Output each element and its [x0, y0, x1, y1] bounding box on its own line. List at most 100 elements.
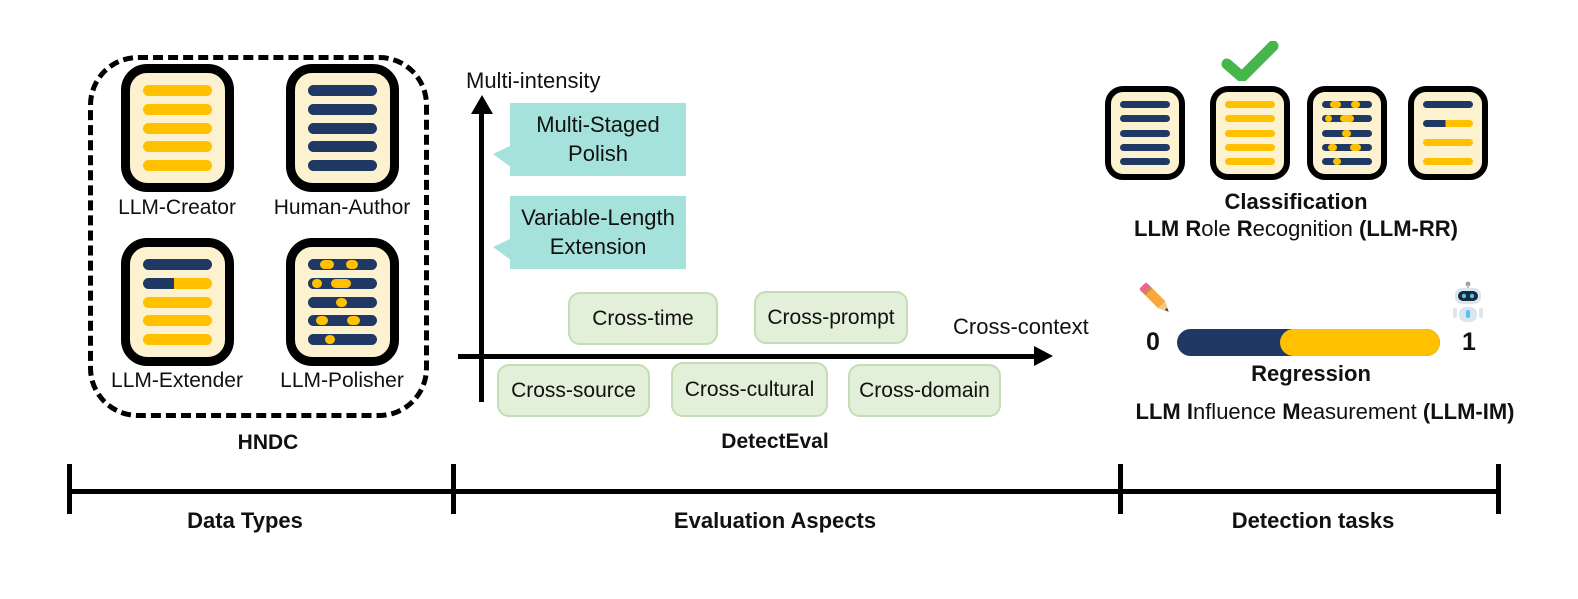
llm-im-part: easurement	[1300, 399, 1423, 424]
doc-line	[308, 315, 377, 327]
llm-rr-part: R	[1236, 216, 1253, 241]
llm-rr-part: LLM	[1134, 216, 1186, 241]
doc-line	[308, 296, 377, 308]
regression-title: Regression	[1251, 361, 1371, 386]
doc-line	[1225, 115, 1275, 123]
llm-im-part: I	[1186, 399, 1193, 424]
llm-im-part: M	[1282, 399, 1301, 424]
aspect-cross-source: Cross-source	[497, 364, 650, 417]
y-axis-label: Multi-intensity	[466, 68, 601, 93]
doc-line	[1225, 101, 1275, 108]
footer-tick	[67, 464, 72, 514]
robot-icon	[1453, 281, 1483, 322]
doc-line	[143, 85, 212, 96]
callout-multi-staged-polish: Multi-Staged Polish	[493, 103, 686, 176]
pencil-icon	[1139, 282, 1169, 312]
doc-line	[1423, 101, 1473, 108]
doc-line	[308, 141, 377, 153]
footer-section-detection-tasks: Detection tasks	[1231, 508, 1395, 533]
doc-line	[1120, 129, 1170, 137]
doc-line	[308, 160, 377, 171]
document-llm-polisher-icon	[286, 238, 399, 366]
doc-line	[1225, 143, 1275, 151]
doc-label-llm-polisher: LLM-Polisher	[280, 369, 404, 392]
doc-line	[308, 85, 377, 96]
doc-line	[1322, 143, 1372, 151]
x-axis	[458, 354, 1036, 359]
callout-text: Multi-Staged Polish	[536, 112, 660, 166]
aspect-cross-time: Cross-time	[568, 292, 718, 345]
doc-line	[308, 122, 377, 134]
document-navy-lines-icon	[1105, 86, 1185, 180]
doc-line	[1322, 129, 1372, 137]
callout-variable-length-extension: Variable-Length Extension	[493, 196, 686, 269]
doc-label-llm-extender: LLM-Extender	[111, 369, 243, 392]
doc-line	[1322, 101, 1372, 108]
callout-text: Variable-Length Extension	[521, 205, 675, 259]
doc-line	[308, 103, 377, 115]
doc-line	[1225, 129, 1275, 137]
doc-line	[308, 277, 377, 289]
hndc-title: HNDC	[237, 431, 299, 454]
scale-max-label: 1	[1462, 328, 1476, 356]
doc-line	[143, 315, 212, 327]
aspect-cross-prompt: Cross-prompt	[754, 291, 908, 344]
llm-im-part: LLM	[1135, 399, 1187, 424]
document-polished-lines-icon	[1307, 86, 1387, 180]
doc-line	[1225, 158, 1275, 165]
doc-line	[1423, 158, 1473, 165]
hndc-dashed-border	[88, 55, 429, 418]
callout-tail-icon	[493, 145, 512, 168]
scale-min-label: 0	[1146, 328, 1160, 356]
doc-line	[143, 141, 212, 153]
llm-rr-part: R	[1185, 216, 1202, 241]
aspect-cross-cultural: Cross-cultural	[671, 362, 828, 417]
regression-bar-gold-segment	[1279, 329, 1440, 356]
llm-rr-part: (LLM-RR)	[1359, 216, 1458, 241]
doc-line	[1423, 120, 1473, 127]
document-llm-creator-icon	[121, 64, 234, 192]
doc-line	[143, 334, 212, 345]
doc-line	[143, 122, 212, 134]
document-human-author-icon	[286, 64, 399, 192]
detecteval-title: DetectEval	[721, 430, 829, 453]
x-axis-label: Cross-context	[953, 314, 1089, 339]
footer-tick	[1118, 464, 1123, 514]
doc-line	[308, 259, 377, 270]
doc-line	[1120, 101, 1170, 108]
llm-im-part: nfluence	[1192, 399, 1283, 424]
doc-line	[308, 334, 377, 345]
llm-im-label: LLM Influence Measurement (LLM-IM)	[1095, 399, 1555, 425]
doc-line	[1322, 158, 1372, 165]
footer-section-evaluation-aspects: Evaluation Aspects	[673, 508, 877, 533]
doc-label-llm-creator: LLM-Creator	[118, 196, 236, 219]
footer-tick	[451, 464, 456, 514]
regression-score-bar	[1177, 329, 1440, 356]
doc-line	[1322, 115, 1372, 123]
doc-label-human-author: Human-Author	[273, 196, 411, 219]
callout-tail-icon	[493, 238, 512, 261]
doc-line	[1423, 139, 1473, 146]
doc-line	[1120, 158, 1170, 165]
doc-line	[1120, 143, 1170, 151]
doc-line	[143, 277, 212, 289]
checkmark-icon	[1221, 41, 1279, 81]
llm-rr-part: ecognition	[1252, 216, 1360, 241]
doc-line	[143, 160, 212, 171]
doc-line	[143, 296, 212, 308]
x-axis-arrow-icon	[1034, 346, 1053, 366]
doc-line	[143, 259, 212, 270]
footer-ruler-line	[67, 489, 1501, 494]
footer-section-data-types: Data Types	[187, 508, 303, 533]
aspect-cross-domain: Cross-domain	[848, 364, 1001, 417]
llm-rr-label: LLM Role Recognition (LLM-RR)	[1076, 216, 1516, 242]
llm-im-part: (LLM-IM)	[1422, 399, 1515, 424]
document-extended-lines-icon	[1408, 86, 1488, 180]
doc-line	[143, 103, 212, 115]
doc-line	[1120, 115, 1170, 123]
classification-title: Classification	[1224, 189, 1368, 214]
document-gold-lines-icon	[1210, 86, 1290, 180]
document-llm-extender-icon	[121, 238, 234, 366]
y-axis-arrow-icon	[471, 95, 493, 114]
